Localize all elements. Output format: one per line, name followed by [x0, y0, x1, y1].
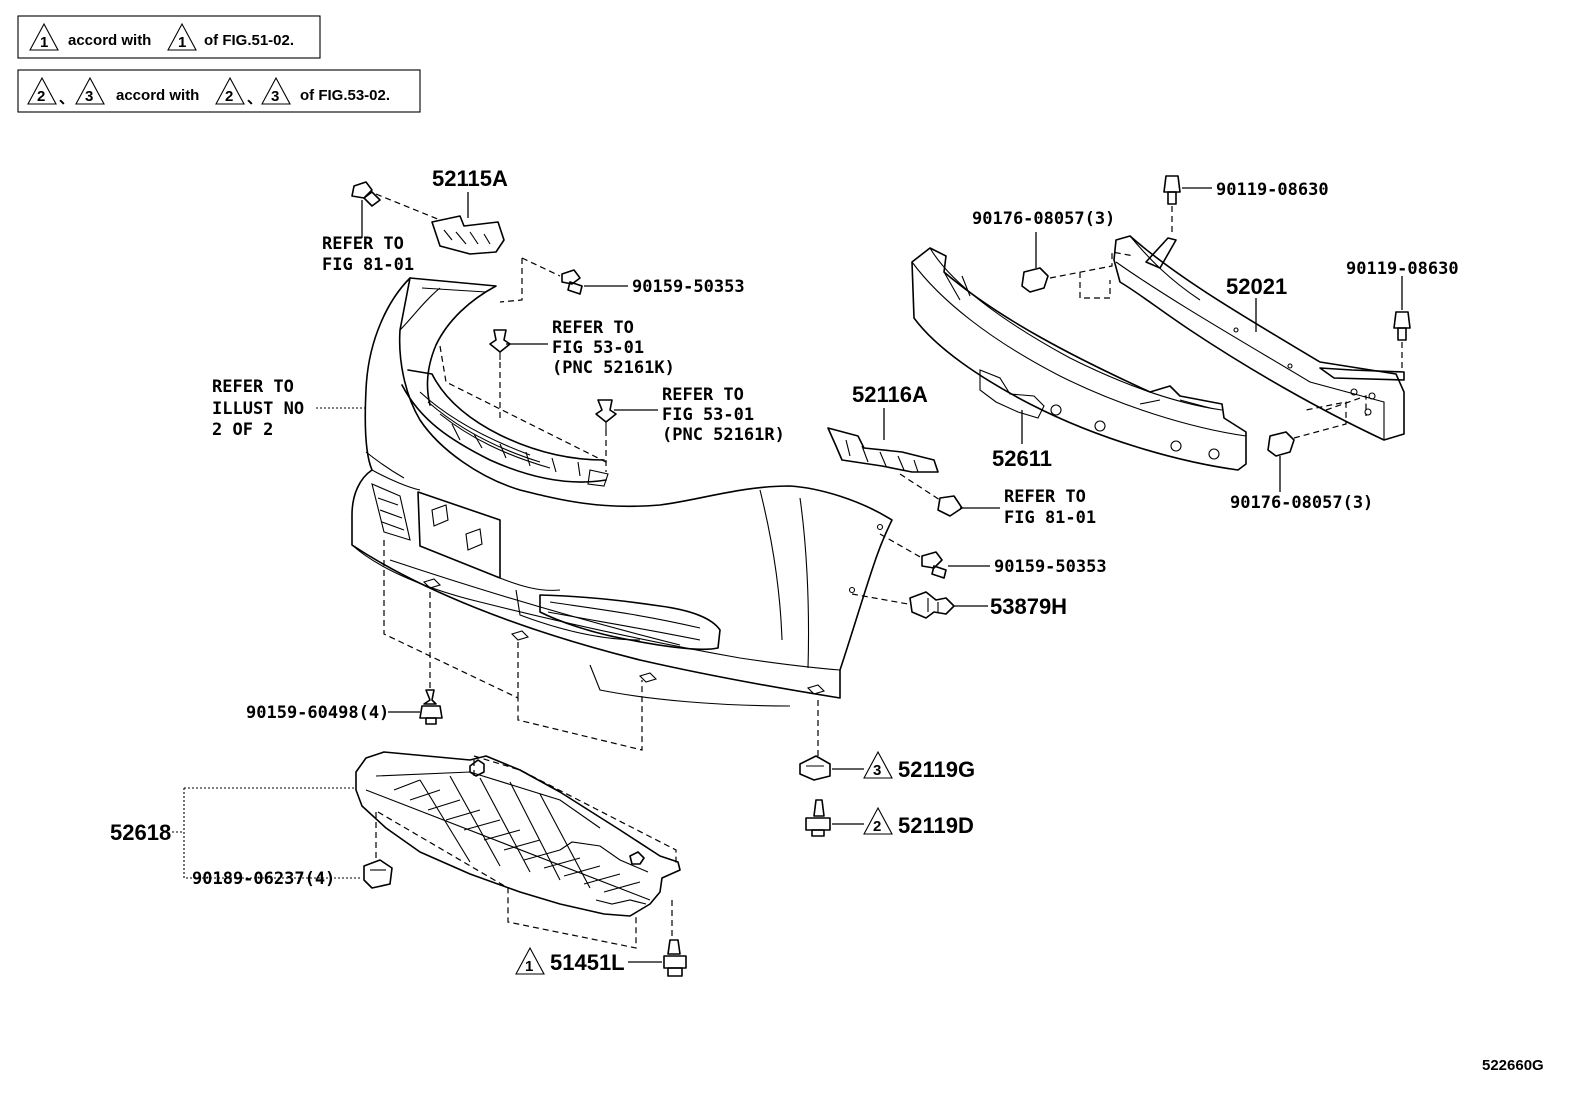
part-label-90176-08057: 90176-08057(3)	[972, 209, 1115, 229]
note-symbol: 3	[873, 762, 881, 779]
bolt-icon	[663, 939, 687, 977]
part-label-51451l: 51451L	[550, 950, 625, 975]
triangle-icon	[863, 806, 893, 835]
clip-icon	[363, 859, 393, 889]
refer-label: (PNC 52161R)	[662, 425, 785, 445]
figure-id: 522660G	[1482, 1057, 1544, 1074]
screw-icon	[561, 269, 583, 295]
legend-text: of FIG.53-02.	[300, 87, 390, 104]
bolt-icon	[937, 495, 963, 517]
note-symbol: 1	[525, 958, 533, 975]
energy-absorber-drawing	[911, 247, 1247, 471]
note-symbol: 2	[873, 818, 881, 835]
legend-box-2: 2 、 3 accord with 2 、 3 of FIG.53-02.	[17, 69, 421, 113]
bolt-icon	[805, 799, 831, 837]
legend-symbol: 2	[225, 88, 233, 105]
part-label-90119-08630: 90119-08630	[1346, 259, 1459, 279]
part-label-90159-50353: 90159-50353	[994, 557, 1107, 577]
refer-label: FIG 53-01	[662, 405, 754, 425]
part-label-53879h: 53879H	[990, 594, 1067, 619]
legend-box-1: 1 accord with 1 of FIG.51-02.	[17, 15, 321, 59]
triangle-icon	[863, 750, 893, 779]
legend-symbol: 1	[40, 34, 48, 51]
legend-symbol: 3	[85, 88, 93, 105]
refer-label: REFER TO	[662, 385, 744, 405]
part-label-90189-06237: 90189-06237(4)	[192, 869, 335, 889]
part-label-52119d: 52119D	[898, 813, 974, 838]
refer-label: FIG 53-01	[552, 338, 644, 358]
bracket-52116a-drawing	[827, 427, 939, 473]
triangle-icon	[29, 22, 59, 51]
refer-label: ILLUST NO	[212, 399, 304, 419]
refer-label: (PNC 52161K)	[552, 358, 675, 378]
clip-icon	[1267, 431, 1295, 457]
triangle-icon	[167, 22, 197, 51]
nut-clip-icon	[909, 591, 955, 619]
part-label-90119-08630: 90119-08630	[1216, 180, 1329, 200]
screw-icon	[469, 759, 485, 777]
bumper-cover-drawing	[351, 277, 893, 707]
clip-icon	[489, 329, 511, 360]
refer-label: 2 OF 2	[212, 420, 273, 440]
engine-under-cover-drawing	[355, 751, 681, 917]
triangle-icon	[215, 76, 245, 105]
bracket-52115a-drawing	[431, 215, 505, 255]
part-label-52116a: 52116A	[852, 382, 928, 407]
screw-icon	[629, 851, 645, 865]
part-label-52115a: 52115A	[432, 166, 508, 191]
legend-symbol: 2	[37, 88, 45, 105]
part-label-52119g: 52119G	[898, 757, 975, 782]
legend-text: accord with	[116, 87, 199, 104]
refer-label: FIG 81-01	[322, 255, 414, 275]
legend-separator: 、	[59, 90, 74, 107]
part-label-52611: 52611	[992, 446, 1052, 471]
triangle-icon	[75, 76, 105, 105]
refer-label: REFER TO	[212, 377, 294, 397]
bolt-icon	[351, 181, 381, 207]
nut-clip-icon	[799, 755, 831, 781]
refer-label: REFER TO	[552, 318, 634, 338]
part-label-90159-50353: 90159-50353	[632, 277, 745, 297]
bolt-icon	[1393, 311, 1411, 341]
clip-icon	[1021, 267, 1049, 293]
bolt-icon	[1163, 175, 1181, 205]
legend-symbol: 1	[178, 34, 186, 51]
screw-icon	[921, 551, 947, 579]
legend-text: accord with	[68, 32, 151, 49]
triangle-icon	[27, 76, 57, 105]
legend-symbol: 3	[271, 88, 279, 105]
bumper-reinforcement-drawing	[1113, 235, 1405, 441]
refer-label: REFER TO	[1004, 487, 1086, 507]
refer-label: REFER TO	[322, 234, 404, 254]
legend-text: of FIG.51-02.	[204, 32, 294, 49]
legend-separator: 、	[247, 90, 262, 107]
part-label-90176-08057: 90176-08057(3)	[1230, 493, 1373, 513]
part-label-52021: 52021	[1226, 274, 1287, 299]
clip-icon	[595, 399, 617, 430]
bolt-icon	[419, 689, 443, 725]
part-label-52618: 52618	[110, 820, 171, 845]
triangle-icon	[515, 946, 545, 975]
refer-label: FIG 81-01	[1004, 508, 1096, 528]
part-label-90159-60498: 90159-60498(4)	[246, 703, 389, 723]
triangle-icon	[261, 76, 291, 105]
